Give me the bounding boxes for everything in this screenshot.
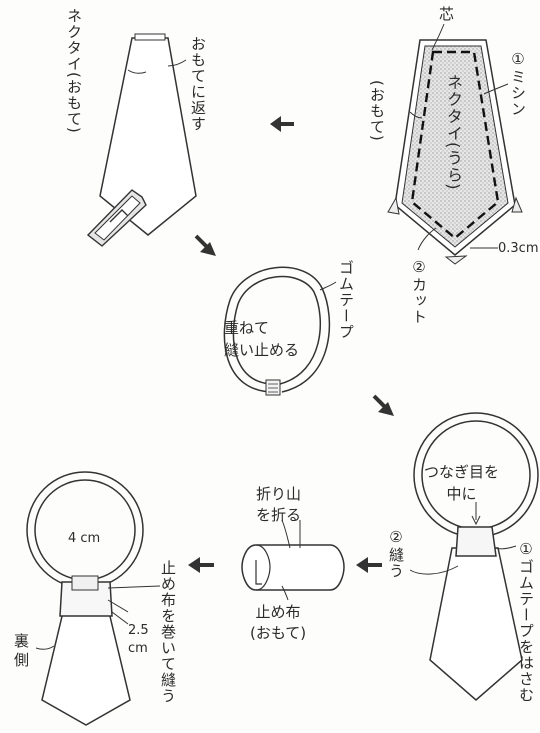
overlap-sew-label: 重ねて 縫い止める [224,319,300,359]
back-side-label: 裏 側 [14,632,30,669]
iron-icon [86,189,147,247]
arrow-left-1 [270,116,294,132]
rubber-tape-label: ゴムテープ [337,260,355,340]
height-2-5cm-label: 2.5 cm [128,623,149,656]
wrap-sew-label: 止め布を巻いて縫う [159,560,177,704]
necktie-with-loop [409,412,539,701]
rubber-tape-loop [223,266,337,396]
stop-cloth [241,519,345,601]
necktie-front-label: ネクタイ(おもて) [65,8,83,134]
necktie-front-turned [99,33,197,236]
arrow-left-3 [188,557,214,573]
necktie-back-label: ネクタイ(うら) [444,74,463,191]
turn-inside-out-label: おもてに返す [189,36,207,132]
stop-cloth-label: 止め布 (おもて) [250,603,307,642]
core-label: 芯 [437,6,455,22]
joint-center-label: つなぎ目を 中に [424,463,500,503]
arrow-down-right-1 [194,234,216,256]
sew-machine-label: ①ミシン [509,50,527,117]
fold-label: 折り山 を折る [256,485,302,524]
seam-allowance-label: 0.3cm [498,241,539,256]
insert-tape-label: ①ゴムテープをはさむ [517,540,535,703]
arrow-left-2 [356,557,382,573]
arrow-down-right-2 [372,394,394,416]
necktie-back-sewn [387,23,523,265]
front-side-label: (おもて) [368,80,386,142]
necktie-finished [26,471,161,726]
sew-label: ②縫う [387,528,405,579]
cut-label: ②カット [410,258,428,325]
width-4cm-label: 4 cm [68,531,101,546]
